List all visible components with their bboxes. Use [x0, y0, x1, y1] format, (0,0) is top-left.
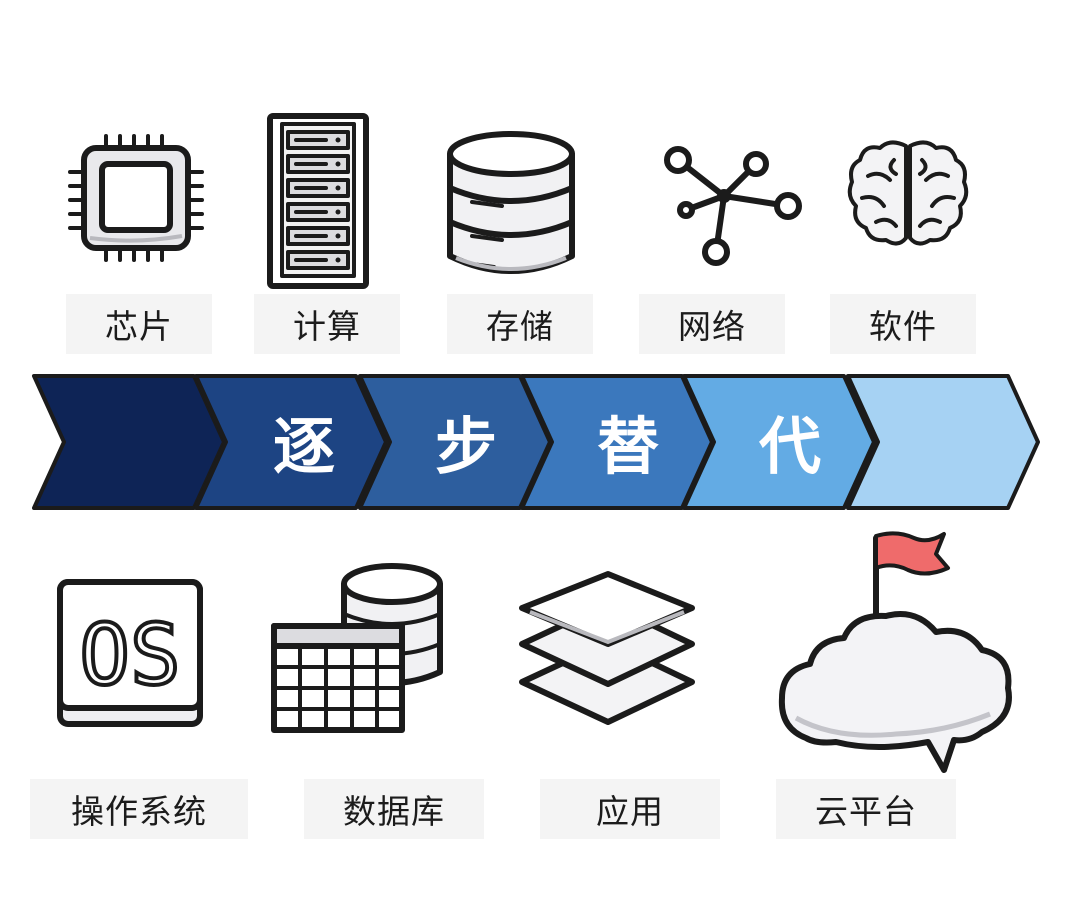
label-cloud-platform: 云平台 — [776, 779, 956, 839]
storage-database-icon — [447, 131, 575, 274]
label-compute: 计算 — [254, 294, 400, 354]
database-table-icon — [271, 563, 443, 733]
label-application: 应用 — [540, 779, 720, 839]
banner-word-4: 代 — [758, 410, 821, 483]
chevron-segment-5 — [682, 374, 876, 510]
banner-word-2: 步 — [435, 410, 497, 483]
os-icon-text: OS — [79, 606, 180, 704]
chip-icon — [68, 134, 204, 262]
label-os: 操作系统 — [30, 779, 248, 839]
cloud-flag-icon — [778, 531, 1012, 773]
chevron-segment-6 — [846, 374, 1040, 510]
banner-word-3: 替 — [597, 410, 659, 483]
network-nodes-icon — [664, 146, 802, 266]
label-software: 软件 — [830, 294, 976, 354]
server-rack-icon — [267, 113, 369, 289]
chevron-segment-2 — [194, 374, 388, 510]
label-storage: 存储 — [447, 294, 593, 354]
os-icon: OS — [57, 579, 203, 727]
label-network: 网络 — [639, 294, 785, 354]
flag-icon — [874, 531, 950, 576]
chevron-segment-1 — [32, 374, 226, 510]
brain-icon — [847, 140, 969, 246]
label-database: 数据库 — [304, 779, 484, 839]
label-chip: 芯片 — [66, 294, 212, 354]
layers-icon — [519, 571, 695, 725]
banner-word-1: 逐 — [273, 410, 335, 483]
progress-banner: 逐 步 替 代 — [32, 374, 1040, 510]
